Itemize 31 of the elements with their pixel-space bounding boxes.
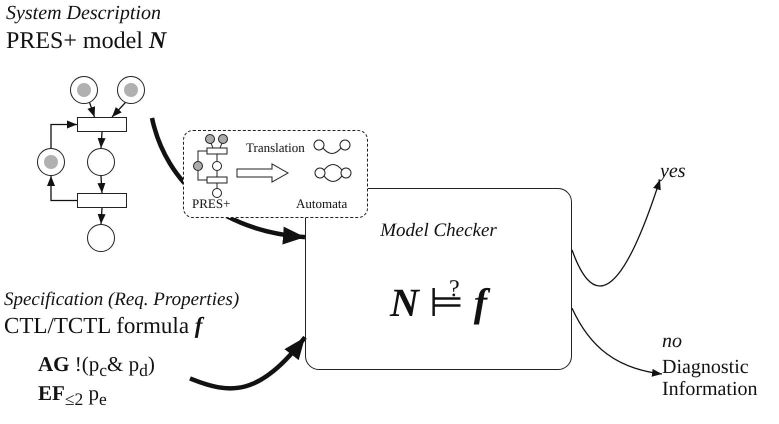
outcome-label: no <box>662 330 682 352</box>
outcome-label: Diagnostic Information <box>662 356 759 400</box>
arrow <box>189 336 307 391</box>
place-circle <box>87 148 115 176</box>
transition-bar <box>77 193 127 208</box>
model-title: PRES+ model N <box>6 28 166 54</box>
translation-label: Translation <box>246 141 305 156</box>
arrow <box>98 132 106 148</box>
section-heading: Specification (Req. Properties) <box>4 290 240 311</box>
place-circle <box>37 148 65 176</box>
outcome-label: yes <box>660 160 686 182</box>
arrow <box>97 176 106 194</box>
arrow <box>571 308 662 376</box>
formula-title: CTL/TCTL formula f <box>4 313 202 338</box>
arrow <box>47 176 77 202</box>
transition-bar <box>77 117 127 132</box>
box-title: Model Checker <box>380 221 497 242</box>
translation-box <box>183 130 368 218</box>
place-circle <box>87 224 115 252</box>
formula: AG !(p$_{c}$& p$_{d}$) <box>38 353 155 380</box>
arrow <box>112 102 126 118</box>
part-label: PRES+ <box>192 197 230 212</box>
place-circle <box>117 76 145 104</box>
formula: EF$_{≤2}$ p$_{e}$ <box>38 382 107 410</box>
part-label: Automata <box>296 197 348 212</box>
arrow <box>98 208 106 224</box>
section-heading: System Description <box>6 2 161 24</box>
place-circle <box>70 76 98 104</box>
arrow <box>571 179 661 287</box>
arrow <box>88 102 96 118</box>
arrow <box>50 120 77 148</box>
